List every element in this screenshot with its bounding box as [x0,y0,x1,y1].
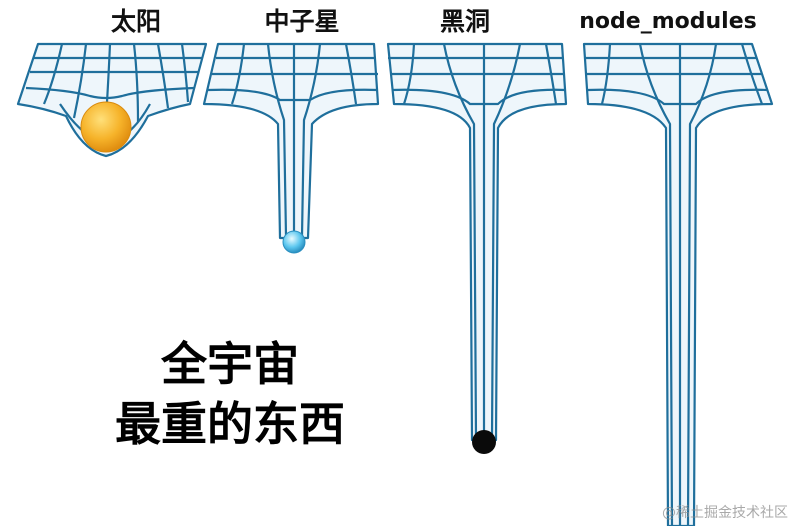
black-hole-ball [472,430,496,454]
node-modules-spacetime-grid [582,42,774,526]
sun-ball [80,101,132,153]
caption-line-1: 全宇宙 [161,337,299,391]
label-neutron-star: 中子星 [264,7,340,36]
sun-spacetime-grid [16,42,208,158]
label-black-hole: 黑洞 [439,7,490,36]
caption-line-2: 最重的东西 [115,397,345,451]
label-node-modules: node_modules [579,9,757,34]
label-sun: 太阳 [110,7,161,36]
neutron-star-ball [282,230,306,254]
watermark: @稀土掘金技术社区 [662,505,788,521]
neutron-star-spacetime-grid [202,42,380,240]
